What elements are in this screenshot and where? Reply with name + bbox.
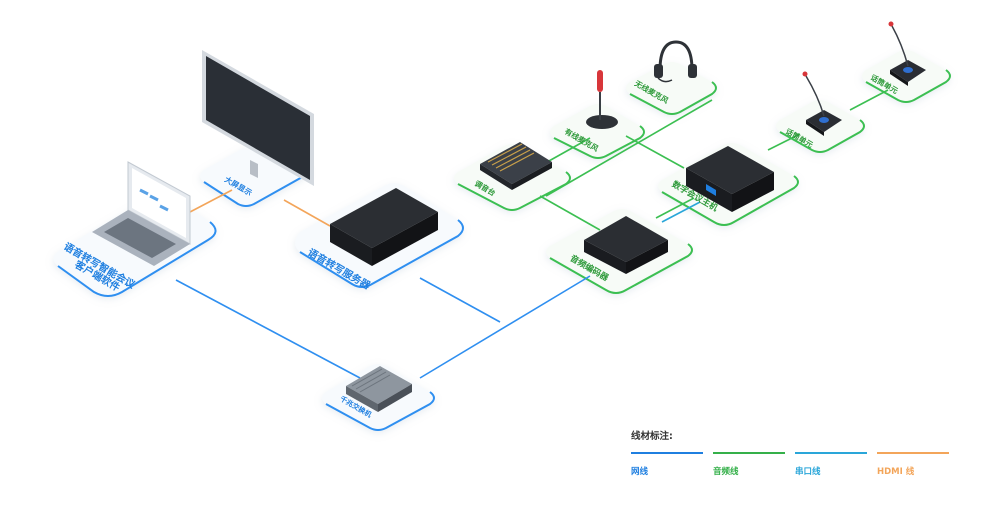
mic-unit-icon bbox=[888, 21, 926, 86]
conference-host-icon bbox=[686, 146, 774, 212]
legend-title: 线材标注: bbox=[631, 431, 673, 442]
mixer-icon bbox=[480, 142, 552, 190]
legend-label-hdmi: HDMI 线 bbox=[877, 467, 915, 477]
server-icon bbox=[330, 188, 438, 266]
legend-line-network bbox=[631, 452, 703, 454]
legend-item-serial: 串口线 bbox=[795, 452, 867, 477]
monitor-icon bbox=[202, 50, 314, 186]
switch-icon bbox=[346, 366, 412, 412]
legend-item-audio: 音频线 bbox=[713, 452, 785, 477]
legend-label-audio: 音频线 bbox=[713, 467, 739, 477]
legend-item-hdmi: HDMI 线 bbox=[877, 452, 949, 477]
headset-icon bbox=[654, 40, 697, 83]
legend-label-network: 网线 bbox=[631, 467, 649, 477]
mic-unit-icon bbox=[802, 71, 842, 136]
hdmi-cables bbox=[189, 189, 331, 227]
legend-item-network: 网线 bbox=[631, 452, 703, 477]
legend-label-serial: 串口线 bbox=[795, 467, 821, 477]
legend-line-serial bbox=[795, 452, 867, 454]
laptop-icon bbox=[92, 161, 191, 266]
wired-mic-icon bbox=[586, 70, 618, 129]
legend-line-hdmi bbox=[877, 452, 949, 454]
serial-cables bbox=[661, 201, 701, 223]
platform-wired-mic bbox=[550, 104, 645, 159]
audio-encoder-icon bbox=[584, 216, 668, 274]
network-cables bbox=[175, 275, 591, 379]
legend-line-audio bbox=[713, 452, 785, 454]
